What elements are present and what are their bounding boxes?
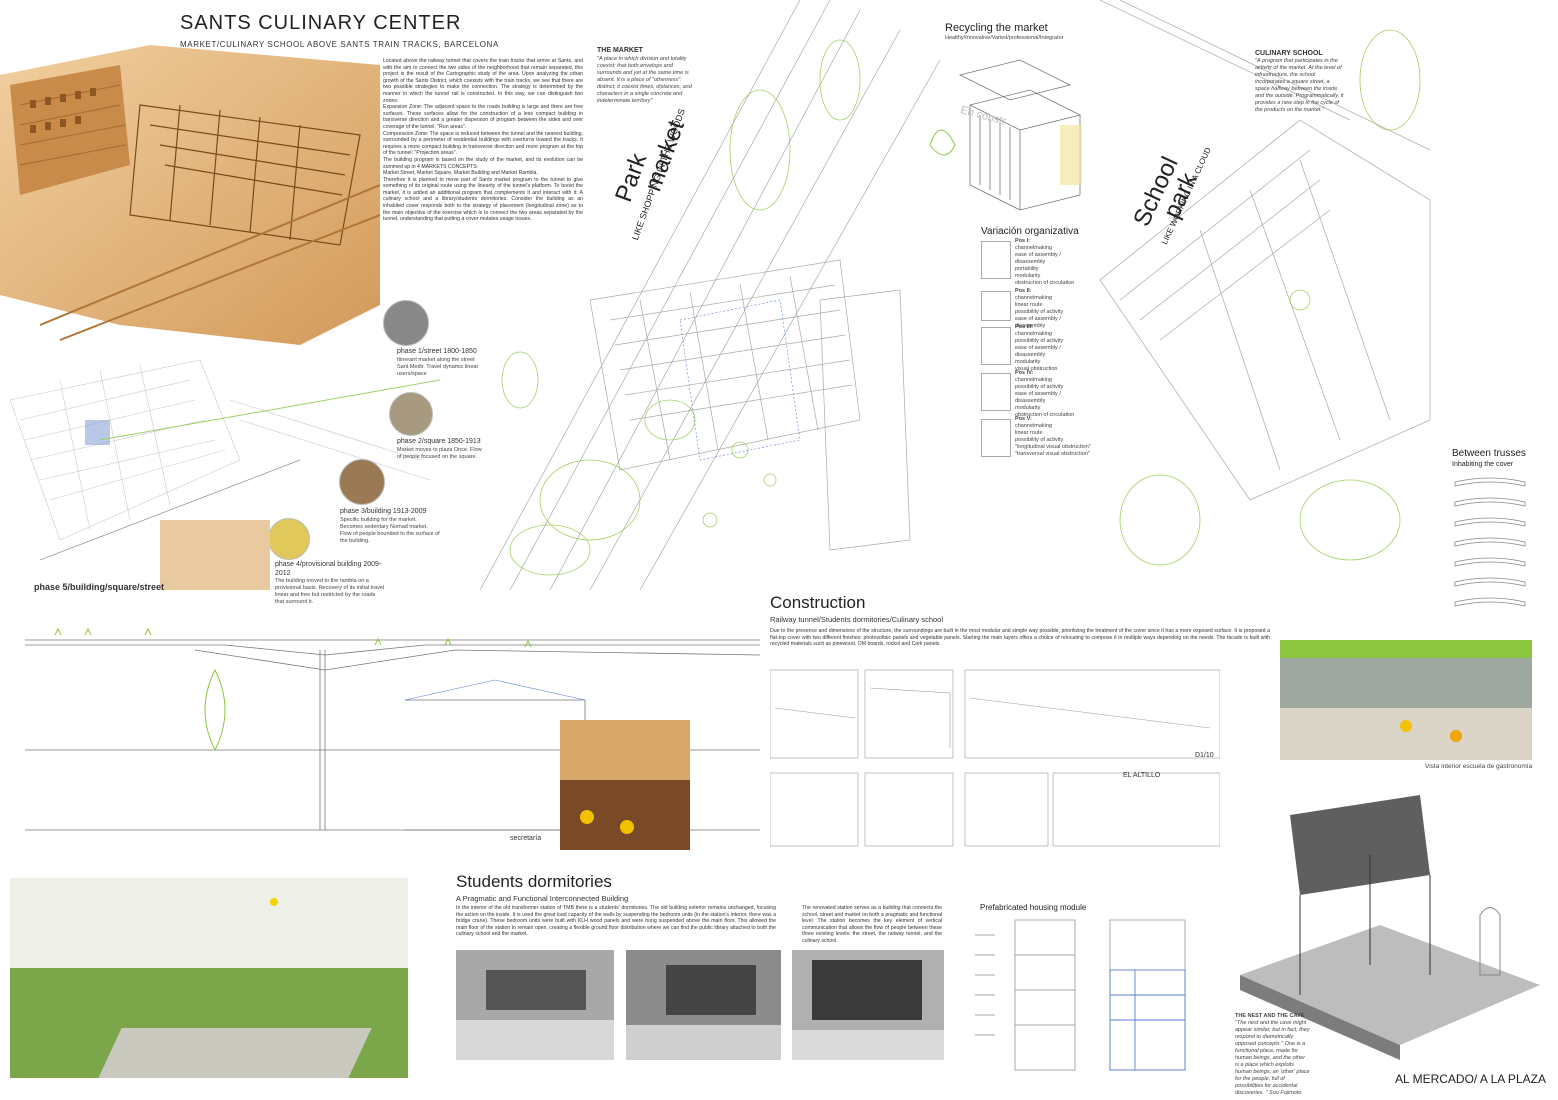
variacion-title: Variación organizativa	[981, 226, 1079, 237]
dorms-render	[10, 878, 408, 1078]
phase-4-model	[160, 520, 270, 590]
intro-text: Located above the railway tunnel that co…	[383, 58, 583, 223]
prefab-drawings	[975, 915, 1190, 1075]
nest-quote: "The nest and the cave might appear simi…	[1235, 1020, 1310, 1096]
construction-details	[770, 668, 1220, 848]
phase-5: phase 5/building/square/street	[34, 582, 165, 592]
market-plan	[440, 0, 1000, 590]
section-label: secretaría	[510, 835, 542, 842]
phase-3-photo	[339, 459, 385, 505]
page-subtitle: MARKET/CULINARY SCHOOL ABOVE SANTS TRAIN…	[180, 40, 499, 49]
school-quote: "A program that participates in the acti…	[1255, 58, 1344, 113]
market-quote: "A place in which division and totality …	[597, 56, 692, 104]
dorms-text-2: The renovated station serves as a buildi…	[802, 905, 942, 944]
recycling-axon	[920, 45, 1100, 220]
long-section	[25, 600, 760, 850]
dorms-sub: A Pragmatic and Functional Interconnecte…	[456, 894, 629, 903]
dorms-text-1: In the interior of the old transformer s…	[456, 905, 776, 938]
phase-4-photo	[268, 518, 310, 560]
construction-sub: Railway tunnel/Students dormitories/Culi…	[770, 615, 943, 624]
construction-altillo: EL ALTILLO	[1123, 772, 1161, 779]
dorm-render-3	[792, 950, 944, 1060]
phase-1-photo	[383, 300, 429, 346]
recycling-title: Recycling the market	[945, 22, 1048, 34]
school-render-caption: Vista interior escuela de gastronomía	[1425, 763, 1533, 770]
model-photo	[0, 45, 380, 345]
nest-heading: THE NEST AND THE CAVE	[1235, 1013, 1305, 1019]
dorms-title: Students dormitories	[456, 872, 612, 891]
phase-4: phase 4/provisional building 2009-2012 T…	[275, 561, 385, 605]
city-map	[0, 340, 440, 600]
nest-footer: AL MERCADO/ A LA PLAZA	[1395, 1072, 1546, 1086]
phase-2-photo	[389, 392, 433, 436]
market-heading: THE MARKET	[597, 47, 643, 54]
prefab-title: Prefabricated housing module	[980, 903, 1087, 912]
construction-scale: D1/10	[1195, 752, 1214, 759]
phase-3: phase 3/building 1913-2009 Specific buil…	[340, 508, 440, 544]
trusses-diagrams	[1450, 472, 1530, 622]
school-render	[1280, 640, 1532, 760]
page-title: SANTS CULINARY CENTER	[180, 12, 462, 34]
school-heading: CULINARY SCHOOL	[1255, 50, 1323, 57]
phase-2: phase 2/square 1850-1913 Market moves to…	[397, 438, 482, 460]
trusses-sub: Inhabiting the cover	[1452, 461, 1514, 468]
nest-axon	[1230, 795, 1550, 1075]
dorm-render-1	[456, 950, 614, 1060]
phase-1: phase 1/street 1800-1850 Itinerant marke…	[397, 348, 479, 377]
trusses-title: Between trusses	[1452, 448, 1526, 459]
construction-text: Due to the presence and dimensions of th…	[770, 628, 1270, 648]
dorm-render-2	[626, 950, 781, 1060]
section-render	[560, 720, 690, 850]
school-plan	[1100, 0, 1445, 590]
recycling-sub: Healthy/Innovative/Varied/professional/I…	[945, 35, 1064, 41]
construction-title: Construction	[770, 593, 866, 612]
